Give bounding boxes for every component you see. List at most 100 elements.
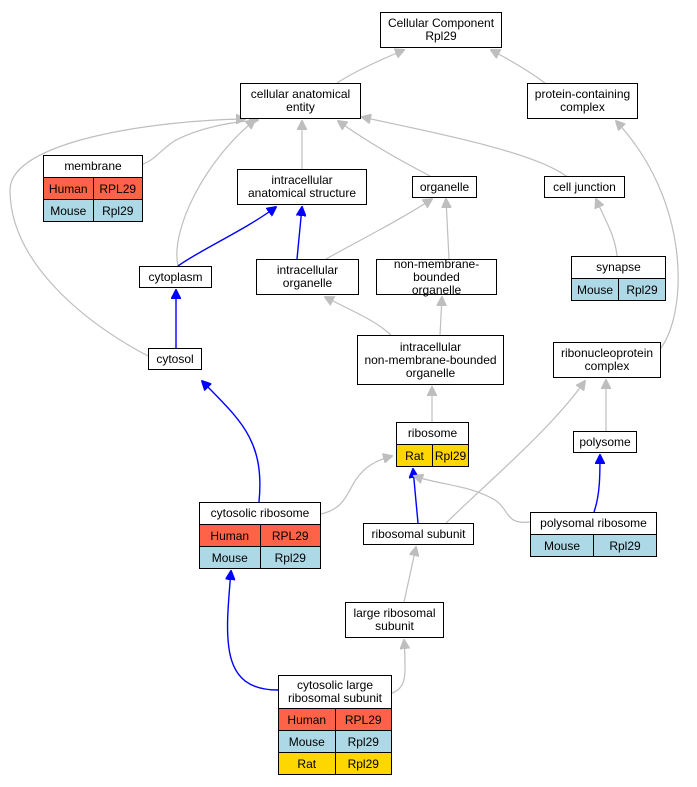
gene-cell: Rpl29 — [618, 278, 665, 300]
edge-inmbo-to-nmbo — [440, 297, 442, 336]
species-cell: Mouse — [531, 534, 594, 556]
node-pcc[interactable]: protein-containing complex — [527, 83, 638, 119]
edge-cytoplasm-to-ias — [177, 207, 276, 267]
node-label: Cellular Component Rpl29 — [387, 16, 495, 43]
edge-membrane-to-cae — [142, 120, 258, 165]
node-label: cytosolic large ribosomal subunit — [287, 678, 383, 705]
edge-cytoplasm-to-cae — [176, 120, 255, 267]
edge-cytosol-to-cae — [9, 119, 245, 357]
node-label: cytosol — [156, 351, 194, 366]
node-polysome[interactable]: polysome — [573, 431, 637, 453]
node-label: intracellular organelle — [276, 263, 339, 290]
species-cell: Human — [44, 177, 93, 200]
node-cae[interactable]: cellular anatomical entity — [240, 83, 361, 119]
gene-cell: Rpl29 — [334, 752, 391, 774]
node-organelle[interactable]: organelle — [412, 176, 477, 198]
node-label: ribosome — [407, 426, 458, 440]
node-celljunction[interactable]: cell junction — [544, 176, 625, 198]
node-ribosub[interactable]: ribosomal subunit — [363, 523, 474, 545]
edge-synapse-to-celljunction — [596, 199, 618, 257]
node-ias[interactable]: intracellular anatomical structure — [237, 169, 367, 205]
node-label: intracellular anatomical structure — [247, 173, 357, 200]
node-label: organelle — [419, 179, 470, 194]
node-label: non-membrane-bounded organelle — [393, 256, 480, 297]
species-cell: Rat — [279, 752, 335, 774]
edge-cytoribo-to-cytosol — [202, 381, 261, 503]
edge-nmbo-to-organelle — [446, 199, 449, 260]
node-label: polysomal ribosome — [540, 516, 647, 530]
node-nmbo[interactable]: non-membrane-bounded organelle — [376, 256, 497, 297]
gene-cell: RPL29 — [92, 177, 142, 200]
node-label: large ribosomal subunit — [353, 606, 436, 633]
species-cell: Human — [200, 524, 260, 547]
edge-ribosub-to-rnp — [445, 381, 585, 524]
edge-polyribo-to-polysome — [593, 455, 600, 513]
node-lrs[interactable]: large ribosomal subunit — [345, 602, 444, 638]
node-label: ribonucleoprotein complex — [560, 346, 654, 373]
species-cell: Human — [279, 708, 335, 731]
node-root[interactable]: Cellular Component Rpl29 — [380, 12, 502, 48]
edge-cytoribo-to-ribosome — [320, 456, 392, 515]
node-label: cytoplasm — [148, 269, 203, 284]
edge-io-to-ias — [297, 207, 302, 260]
gene-cell: Rpl29 — [432, 444, 468, 466]
edge-organelle-to-cae — [338, 121, 431, 177]
node-cytoplasm[interactable]: cytoplasm — [139, 266, 212, 288]
edge-clrs-to-lrs — [391, 640, 405, 694]
species-cell: Mouse — [572, 278, 619, 300]
node-rnp[interactable]: ribonucleoprotein complex — [553, 342, 661, 378]
edge-cae-to-root — [336, 50, 404, 84]
edge-polyribo-to-ribosome — [414, 476, 531, 523]
gene-cell: Rpl29 — [593, 534, 656, 556]
species-cell: Mouse — [200, 546, 260, 568]
gene-cell: Rpl29 — [259, 546, 320, 568]
gene-cell: RPL29 — [259, 524, 320, 547]
node-label: cellular anatomical entity — [250, 87, 351, 114]
gene-cell: RPL29 — [334, 708, 391, 731]
species-cell: Rat — [397, 444, 433, 466]
edge-celljunction-to-cae — [362, 117, 567, 177]
edge-clrs-to-cytoribo — [228, 571, 279, 691]
node-label: protein-containing complex — [534, 87, 631, 114]
species-cell: Mouse — [279, 730, 335, 753]
edge-lrs-to-ribosub — [403, 547, 416, 603]
species-cell: Mouse — [44, 199, 93, 221]
node-io[interactable]: intracellular organelle — [256, 259, 359, 295]
node-label: intracellular non-membrane-bounded organ… — [364, 339, 497, 380]
node-label: synapse — [596, 260, 641, 274]
node-label: ribosomal subunit — [371, 526, 466, 541]
edge-pcc-to-root — [491, 50, 546, 84]
node-label: polysome — [579, 434, 631, 449]
node-label: cell junction — [553, 179, 616, 194]
node-inmbo[interactable]: intracellular non-membrane-bounded organ… — [357, 335, 504, 385]
gene-cell: Rpl29 — [334, 730, 391, 753]
gene-cell: Rpl29 — [92, 199, 142, 221]
edge-io-to-organelle — [325, 199, 432, 260]
node-label: membrane — [64, 159, 122, 173]
edge-rnp-to-pcc — [616, 121, 679, 349]
node-cytosol[interactable]: cytosol — [148, 348, 202, 370]
